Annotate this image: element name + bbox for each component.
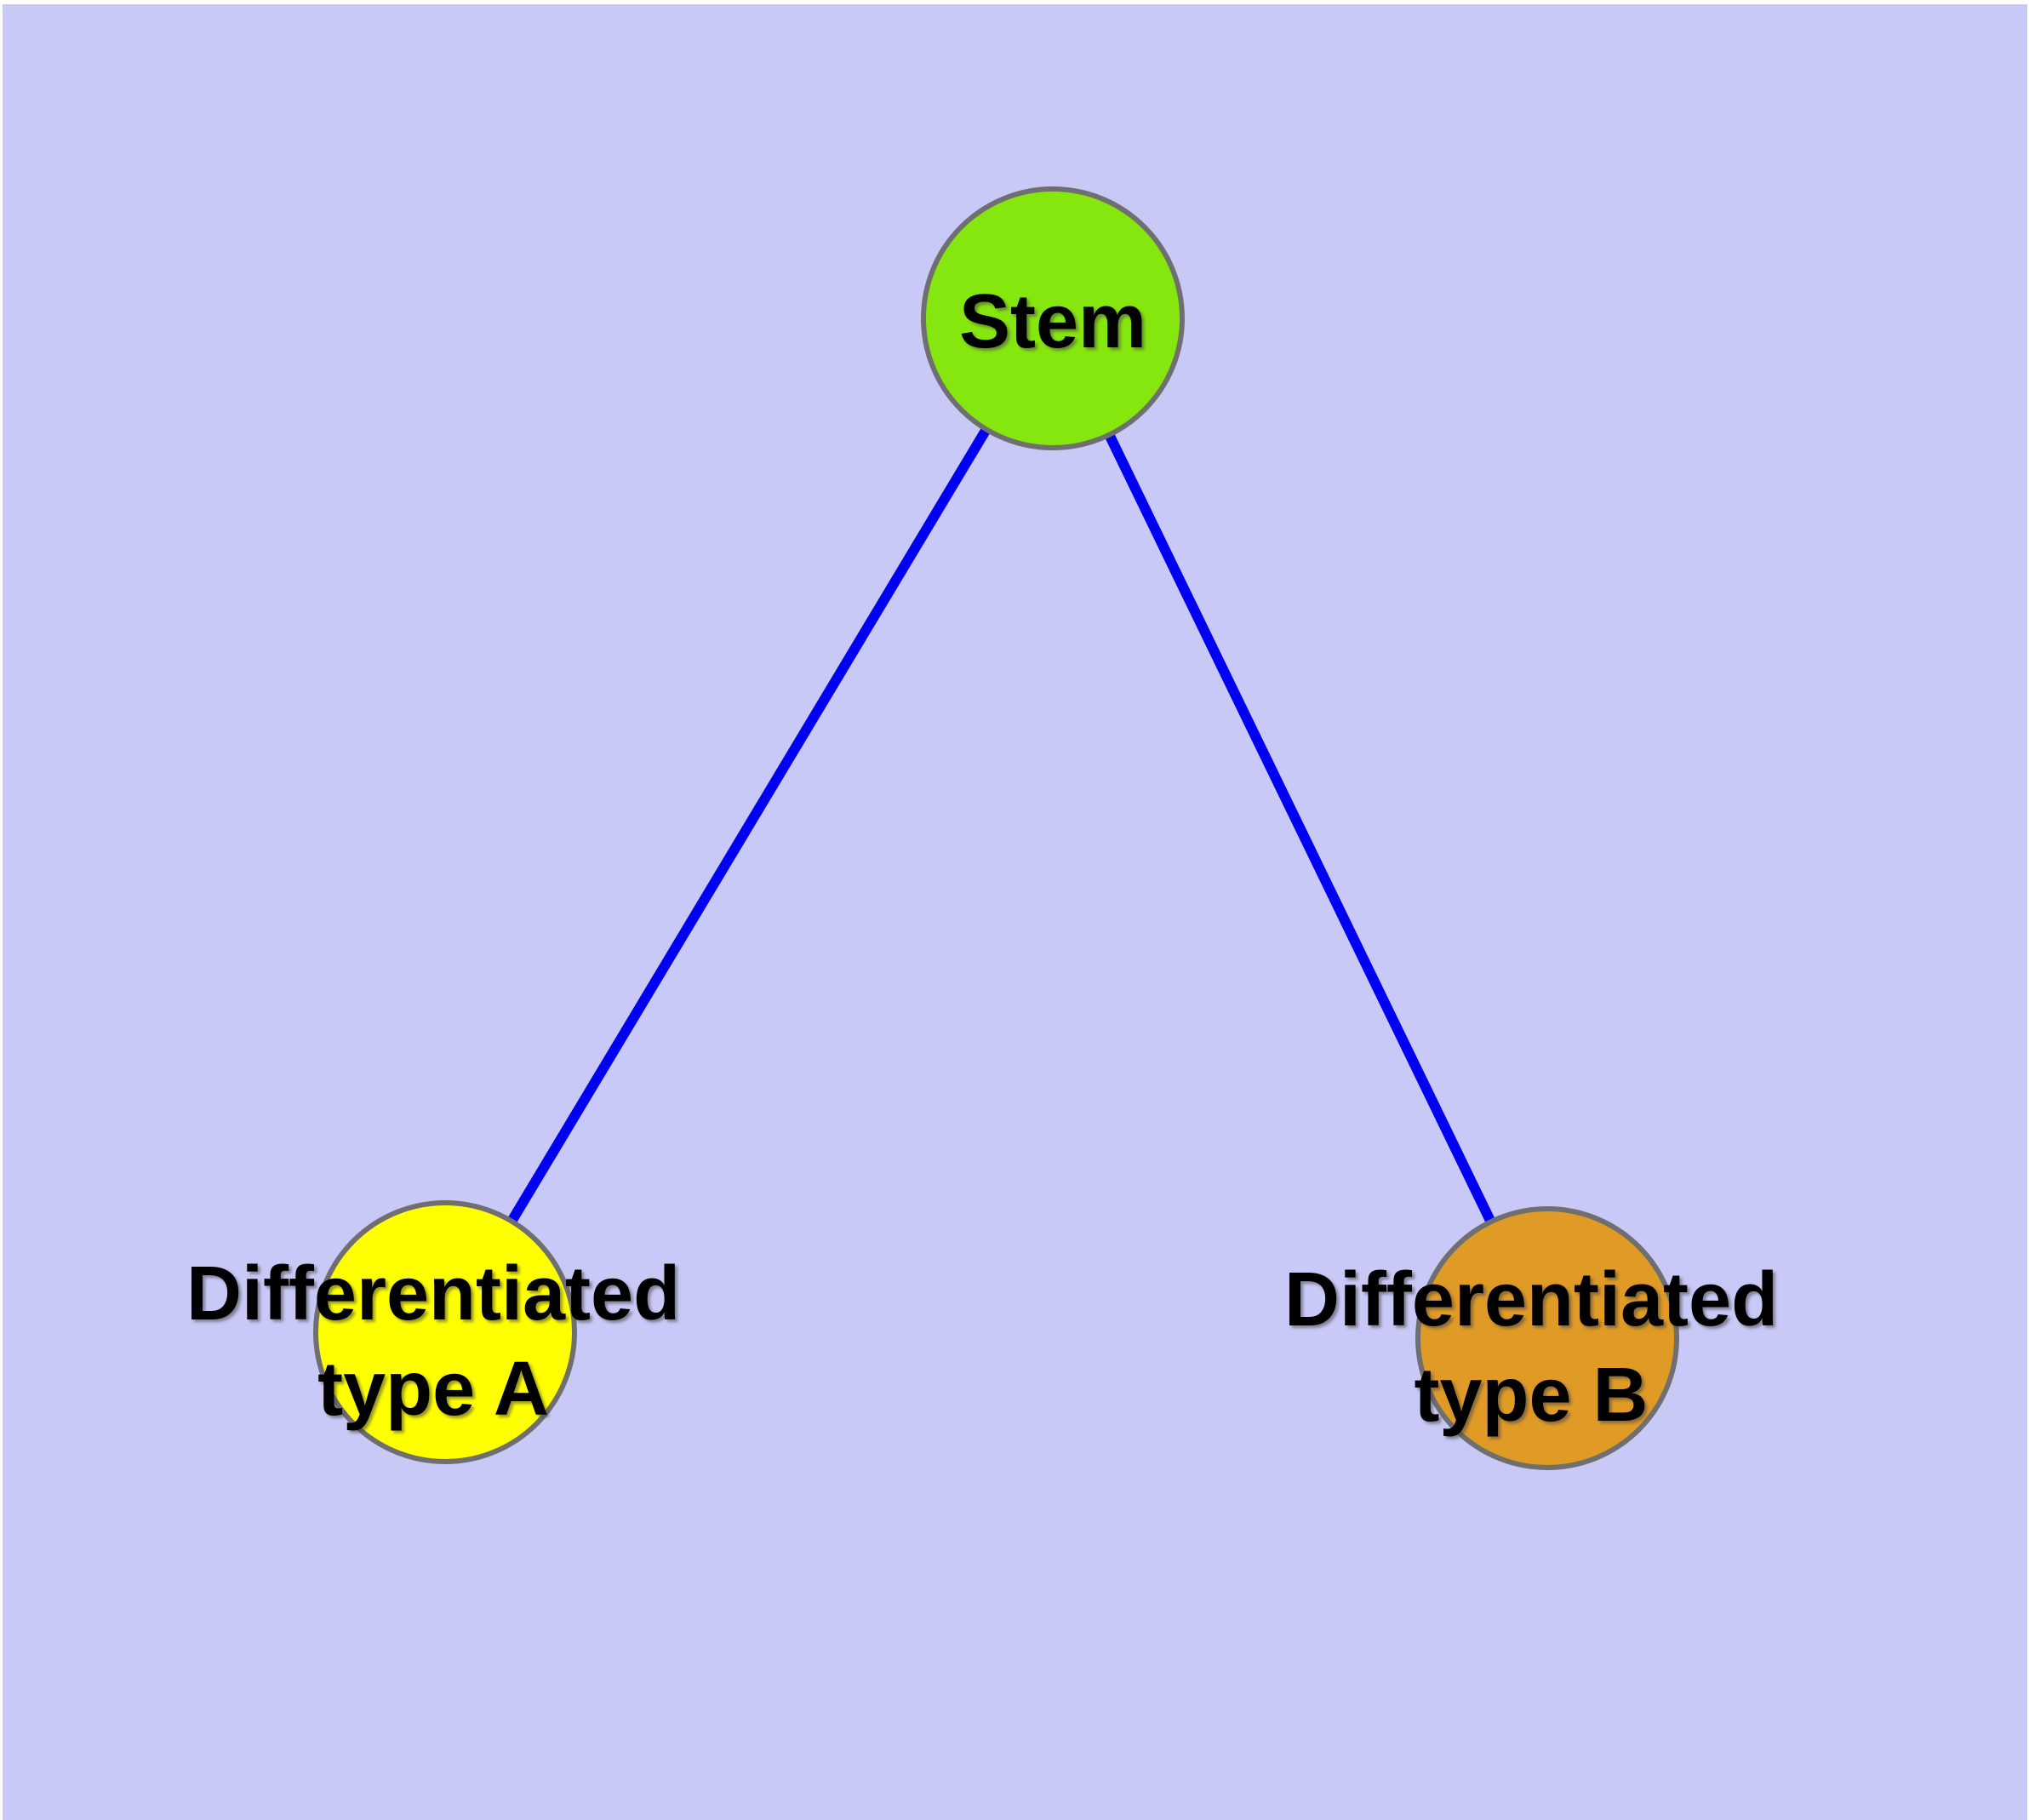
node-differentiated-type-b[interactable] [1415, 1206, 1679, 1470]
edge-stem-to-differentiated-type-b [1048, 316, 1552, 1341]
edge-stem-to-differentiated-type-a [440, 315, 1058, 1336]
node-stem[interactable] [921, 186, 1185, 450]
node-differentiated-type-a[interactable] [313, 1200, 577, 1464]
